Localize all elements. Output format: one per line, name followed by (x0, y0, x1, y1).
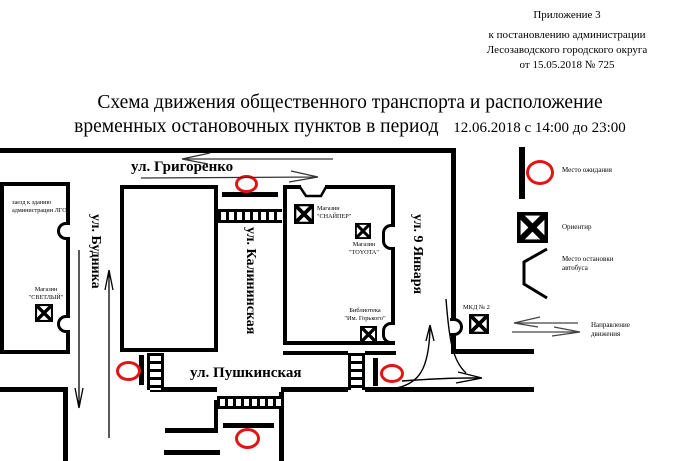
arrow-budnika-north (104, 269, 114, 438)
stop-bar-pushkinskaya-east (373, 358, 378, 386)
place-label-library: Библиотека "Им. Горького" (344, 307, 386, 322)
stop-bar-grigorenko (222, 192, 278, 197)
annotation-line-3: Лесозаводского городского округа (486, 43, 648, 56)
annotation-block: Приложение 3 к постановлению администрац… (448, 8, 686, 72)
street-label-kalininskaya: ул. Калининская (243, 227, 258, 335)
road-pushkinskaya-north-mid2 (365, 351, 396, 355)
street-label-pushkinskaya: ул. Пушкинская (190, 365, 302, 381)
place-label-svetly: Магазин "СВЕТЛЫЙ" (28, 286, 64, 301)
page-title-line-2-text: временных остановочных пунктов в период (74, 116, 439, 137)
road-pushkinskaya-south-w (0, 387, 68, 392)
street-label-grigorenko: ул. Григоренко (131, 159, 234, 175)
crosswalk-kalininskaya-south (217, 396, 281, 409)
page-title-line-1: Схема движения общественного транспорта … (97, 92, 603, 113)
crosswalk-kalininskaya-north (218, 209, 282, 223)
landmark-icon-sniper (294, 204, 314, 224)
road-pushkinskaya-south-e2 (365, 387, 534, 392)
wall-kalininskaya-south-east (279, 392, 284, 461)
landmark-icon-mkd (469, 314, 489, 334)
entrance-notch-mkd (450, 318, 463, 336)
legend-direction-arrow-west (513, 316, 578, 328)
stop-oval-pushkinskaya-east (380, 364, 404, 383)
legend-stop-bar (519, 147, 525, 199)
annotation-line-2: к постановлению администрации (488, 28, 646, 41)
road-pushkinskaya-south-m (150, 387, 217, 392)
street-label-january9: ул. 9 Января (410, 214, 425, 295)
building-svetly-block (120, 185, 218, 352)
stop-oval-pushkinskaya-west (116, 361, 141, 381)
stop-oval-grigorenko (235, 175, 258, 193)
crosswalk-pushkinskaya-east (348, 353, 365, 390)
legend-label-direction: Направление движения (591, 321, 630, 339)
place-label-sniper: Магазин "СНАЙПЕР" (317, 205, 352, 220)
route-arrow-east (401, 371, 483, 384)
legend-bus-stop-bracket (522, 247, 548, 300)
legend-direction-arrow-east (512, 326, 581, 337)
page-title-line-2: временных остановочных пунктов в период … (0, 116, 700, 138)
entrance-notch-center-1 (382, 224, 395, 250)
place-label-mkd: МКД № 2 (463, 304, 490, 311)
legend-label-landmark: Ориентир (562, 223, 592, 231)
legend-landmark-icon (517, 212, 548, 243)
legend-stop-oval (526, 160, 554, 185)
wall-kalininskaya-south-west (214, 400, 218, 430)
landmark-icon-library (360, 326, 377, 343)
entrance-notch-admin-2 (57, 315, 70, 333)
stop-bar-pushkinskaya-west (139, 355, 144, 385)
legend-label-waiting: Место ожидания (562, 166, 613, 174)
road-pushkinskaya-north-east (451, 349, 534, 354)
entrance-notch-center-2 (382, 322, 395, 344)
wall-southwest-building (63, 387, 68, 461)
place-label-toyota: Магазин "TOYOTA" (349, 241, 379, 256)
stop-oval-kalininskaya-south (235, 428, 260, 449)
landmark-icon-svetly (35, 304, 53, 322)
entrance-notch-admin-1 (57, 222, 70, 240)
landmark-icon-toyota (355, 223, 371, 239)
arrow-budnika-south (74, 250, 84, 409)
street-label-budnika: ул. Будника (88, 214, 103, 289)
legend-label-bus-stop: Место остановки автобуса (562, 255, 614, 273)
wall-south-structure-2 (164, 450, 220, 455)
crosswalk-pushkinskaya-west (147, 353, 164, 390)
wall-south-structure-1 (165, 428, 218, 433)
annotation-line-4: от 15.05.2018 № 725 (519, 58, 615, 71)
stop-bar-kalininskaya-south (223, 423, 274, 428)
page-title-period: 12.06.2018 с 14:00 до 23:00 (453, 120, 626, 136)
road-grigorenko-north (0, 148, 456, 153)
road-northeast-block-west (451, 148, 456, 353)
place-label-admin: заезд к зданию администрации ЛГО (12, 199, 67, 214)
road-pushkinskaya-north-mid1 (283, 351, 348, 355)
annotation-line-1: Приложение 3 (533, 9, 601, 21)
road-pushkinskaya-south-e1 (281, 387, 348, 392)
